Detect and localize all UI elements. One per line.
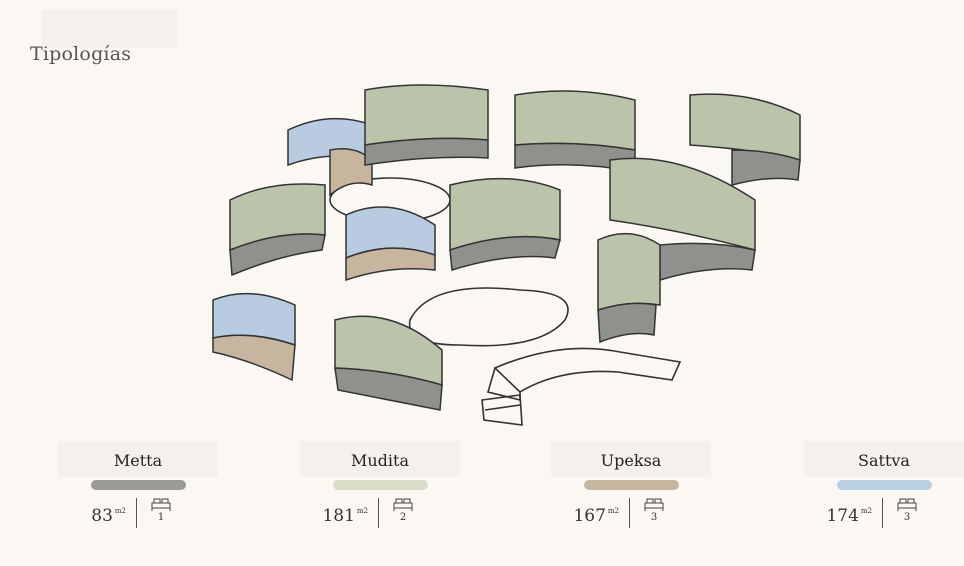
- building-green-8-base: [334, 367, 443, 411]
- legend-name: Metta: [58, 441, 218, 477]
- legend-swatch: [332, 480, 428, 490]
- legend-divider: [378, 498, 379, 528]
- legend-name: Upeksa: [551, 441, 711, 477]
- building-green-6-base: [659, 242, 756, 282]
- legend-swatch: [836, 480, 932, 490]
- bed-icon: [393, 498, 413, 511]
- legend-divider: [136, 498, 137, 528]
- legend-swatch: [90, 480, 186, 490]
- building-green-5-base: [731, 149, 801, 186]
- legend-divider: [629, 498, 630, 528]
- legend-bedrooms: 2: [392, 498, 414, 523]
- bed-icon: [644, 498, 664, 511]
- building-green-3: [514, 90, 636, 151]
- building-green-7-base: [597, 302, 657, 344]
- building-blue-3-base: [212, 334, 296, 382]
- legend-divider: [882, 498, 883, 528]
- legend-swatch: [583, 480, 679, 490]
- legend-bedrooms: 3: [896, 498, 918, 523]
- title-background: [42, 10, 178, 48]
- legend-name: Sattva: [804, 441, 964, 477]
- building-green-2: [364, 84, 489, 146]
- terrace-platform: [486, 347, 682, 402]
- building-blue-2-base: [345, 247, 436, 282]
- bed-icon: [897, 498, 917, 511]
- terrace-steps: [481, 394, 523, 426]
- legend-bedrooms: 1: [150, 498, 172, 523]
- site-plan-illustration: [212, 84, 801, 426]
- page-title: Tipologías: [30, 42, 132, 65]
- building-green-1-base: [229, 233, 326, 277]
- building-blue-1-base: [329, 148, 373, 197]
- pond-lower: [408, 287, 569, 347]
- building-green-7: [597, 232, 661, 312]
- legend-bedrooms: 3: [643, 498, 665, 523]
- bed-icon: [151, 498, 171, 511]
- legend-name: Mudita: [300, 441, 460, 477]
- building-green-2-base: [364, 137, 489, 166]
- building-green-4-base: [449, 235, 561, 271]
